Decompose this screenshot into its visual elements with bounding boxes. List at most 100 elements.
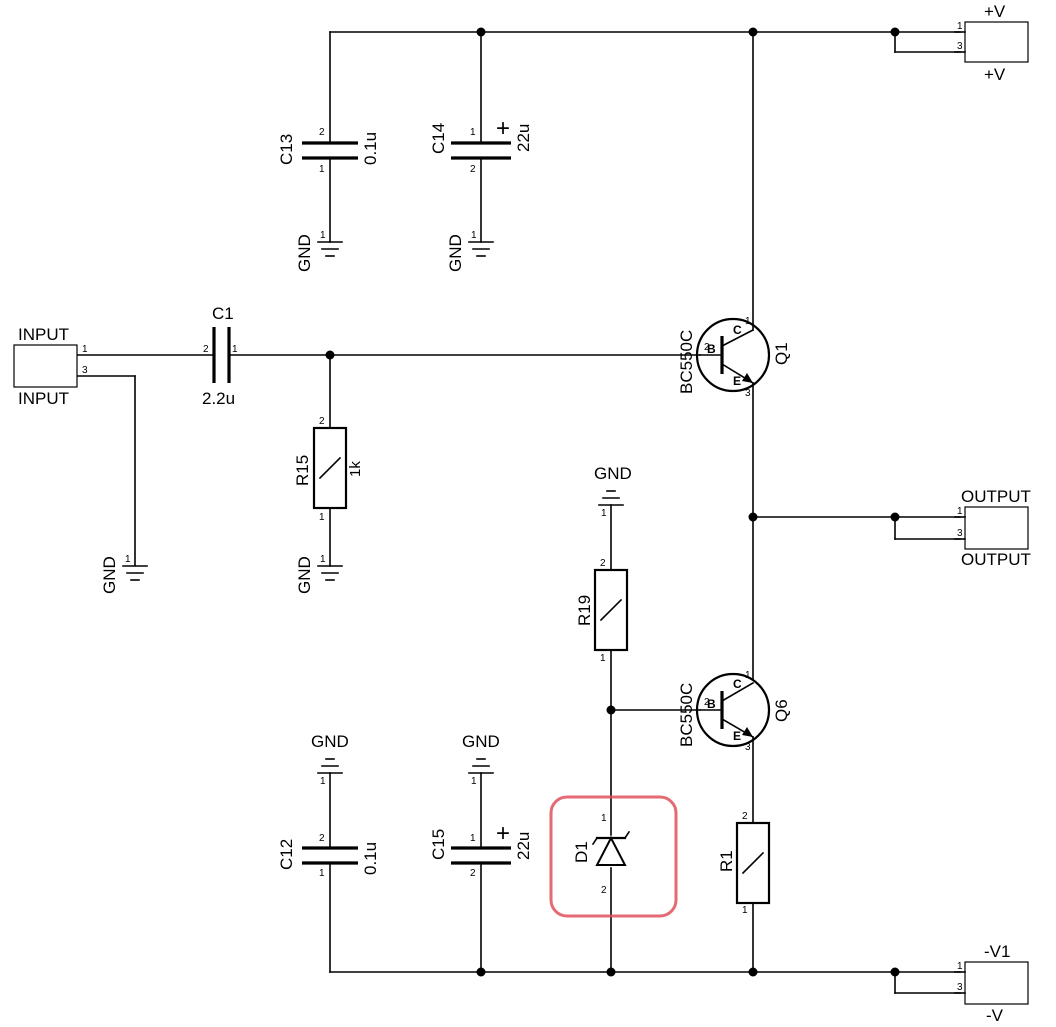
r15-ref: R15 [293, 455, 312, 486]
svg-text:1: 1 [470, 833, 476, 844]
ground-symbol-c14: 1 GND [446, 230, 494, 272]
c14-ref: C14 [429, 123, 448, 154]
svg-text:2: 2 [319, 833, 325, 844]
q6-part: BC550C [677, 683, 696, 747]
capacitor-c1: 2 1 C1 2.2u [202, 304, 238, 408]
transistor-q1: B C E 1 2 3 BC550C Q1 [677, 316, 791, 399]
resistor-r1: 2 1 R1 [717, 811, 771, 916]
c15-ref: C15 [429, 829, 448, 860]
q1-ref: Q1 [772, 342, 791, 365]
connector-negative-supply: 1 3 -V1 -V [954, 942, 1029, 1025]
svg-text:2: 2 [470, 868, 476, 879]
svg-text:3: 3 [745, 388, 751, 399]
r19-ref: R19 [575, 595, 594, 626]
resistor-r19: 2 1 R19 [575, 558, 629, 664]
ground-symbol-c15: 1 GND [462, 732, 500, 787]
svg-text:E: E [733, 729, 741, 743]
svg-text:3: 3 [957, 528, 963, 539]
svg-text:3: 3 [745, 742, 751, 753]
capacitor-c12: 2 1 C12 0.1u [277, 833, 380, 879]
svg-text:1: 1 [957, 961, 963, 972]
svg-text:2: 2 [704, 342, 710, 353]
svg-text:1: 1 [232, 344, 238, 355]
svg-text:GND: GND [594, 464, 632, 483]
c15-value: 22u [514, 832, 533, 860]
d1-highlight-box [549, 795, 678, 918]
svg-text:2: 2 [203, 344, 209, 355]
connector-neg-top-label: -V1 [984, 942, 1010, 961]
svg-text:1: 1 [601, 813, 607, 824]
svg-text:1: 1 [745, 670, 751, 681]
svg-text:B: B [707, 697, 716, 711]
d1-ref: D1 [572, 841, 591, 863]
q6-ref: Q6 [772, 699, 791, 722]
svg-text:3: 3 [957, 41, 963, 52]
svg-text:1: 1 [319, 868, 325, 879]
transistor-q6: B C E 1 2 3 BC550C Q6 [677, 670, 791, 753]
ground-symbol-input: 1 GND [100, 554, 148, 594]
zener-diode-d1: 1 2 D1 [572, 813, 631, 896]
svg-text:1: 1 [320, 554, 326, 565]
ground-symbol-r15: 1 GND [295, 554, 343, 594]
c13-ref: C13 [277, 134, 296, 165]
svg-text:2: 2 [470, 164, 476, 175]
svg-text:E: E [733, 374, 741, 388]
q1-part: BC550C [677, 330, 696, 394]
connector-output: 1 3 OUTPUT OUTPUT [954, 487, 1031, 569]
svg-text:GND: GND [462, 732, 500, 751]
svg-text:1: 1 [742, 905, 748, 916]
ground-symbol-c13: 1 GND [295, 230, 343, 272]
svg-text:2: 2 [742, 811, 748, 822]
connector-input-top-label: INPUT [18, 325, 69, 344]
svg-text:2: 2 [319, 127, 325, 138]
svg-text:1: 1 [319, 164, 325, 175]
svg-text:1: 1 [957, 21, 963, 32]
c12-value: 0.1u [361, 842, 380, 875]
connector-pos-bottom-label: +V [984, 65, 1006, 84]
capacitor-c15: 1 2 + C15 22u [429, 820, 533, 879]
svg-text:1: 1 [125, 554, 131, 565]
connector-input-bottom-label: INPUT [18, 389, 69, 408]
svg-text:1: 1 [470, 127, 476, 138]
r1-ref: R1 [717, 850, 736, 872]
svg-text:1: 1 [600, 653, 606, 664]
svg-text:1: 1 [601, 508, 607, 519]
svg-text:1: 1 [320, 230, 326, 241]
c1-value: 2.2u [202, 389, 235, 408]
c12-ref: C12 [277, 839, 296, 870]
capacitor-c13: 2 1 C13 0.1u [277, 127, 380, 175]
svg-text:GND: GND [311, 732, 349, 751]
wires [77, 31, 961, 994]
svg-text:B: B [707, 342, 716, 356]
svg-text:1: 1 [471, 776, 477, 787]
svg-text:GND: GND [100, 556, 119, 594]
connector-input: 1 3 INPUT INPUT [13, 325, 88, 408]
svg-text:C: C [733, 677, 742, 691]
svg-text:2: 2 [704, 697, 710, 708]
c1-ref: C1 [212, 304, 234, 323]
svg-text:1: 1 [745, 316, 751, 327]
c14-value: 22u [514, 124, 533, 152]
r15-value: 1k [347, 461, 364, 477]
junction-dots [325, 27, 900, 977]
c15-plus: + [496, 820, 510, 847]
resistor-r15: 2 1 R15 1k [293, 416, 364, 523]
svg-text:3: 3 [957, 982, 963, 993]
ground-symbol-c12: 1 GND [311, 732, 349, 787]
svg-text:3: 3 [82, 365, 88, 376]
svg-text:1: 1 [82, 344, 88, 355]
capacitor-c14: 1 2 + C14 22u [429, 115, 533, 175]
svg-text:2: 2 [319, 416, 325, 427]
connector-output-bottom-label: OUTPUT [961, 550, 1031, 569]
connector-neg-bottom-label: -V [986, 1006, 1004, 1025]
connector-output-top-label: OUTPUT [961, 487, 1031, 506]
connector-pos-top-label: +V [984, 2, 1006, 21]
c13-value: 0.1u [361, 132, 380, 165]
svg-text:1: 1 [319, 512, 325, 523]
connector-positive-supply: 1 3 +V +V [954, 2, 1029, 84]
svg-text:1: 1 [320, 776, 326, 787]
svg-text:GND: GND [446, 234, 465, 272]
ground-symbol-r19: 1 GND [594, 464, 632, 519]
c14-plus: + [496, 115, 510, 142]
